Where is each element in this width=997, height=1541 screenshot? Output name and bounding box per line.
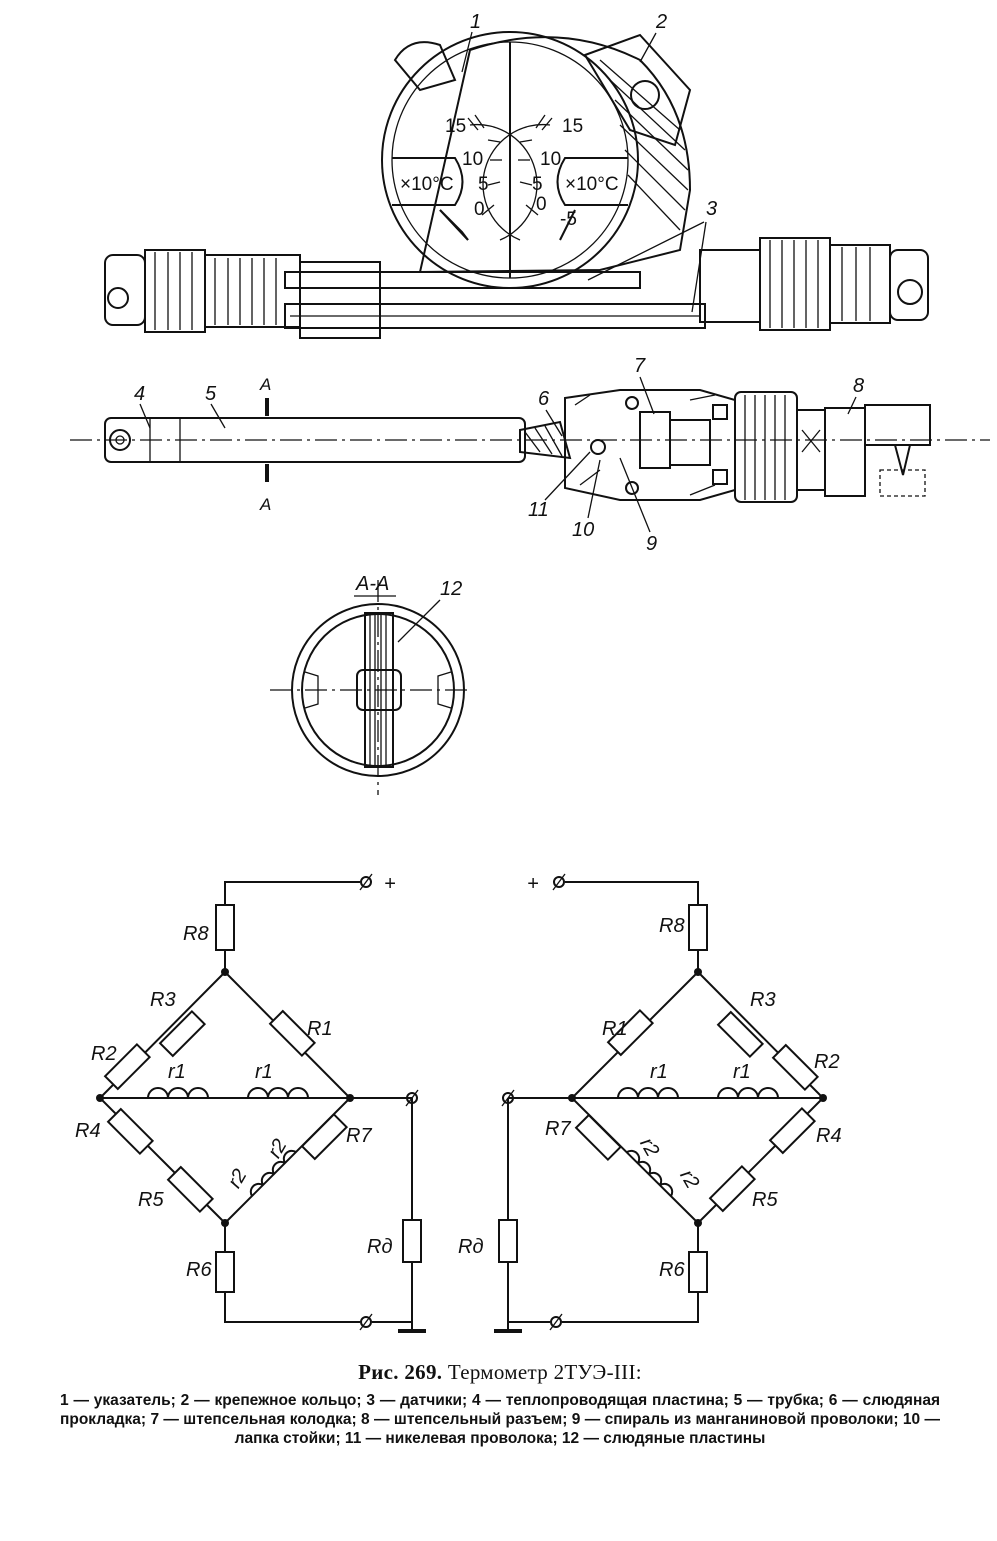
callout-3: 3 [706, 198, 717, 220]
label-R3-right: R3 [750, 989, 776, 1011]
label-r1b-left: r1 [255, 1061, 273, 1083]
label-R1-left: R1 [307, 1018, 333, 1040]
caption-title-line: Рис. 269. Термометр 2ТУЭ-III: [60, 1360, 940, 1385]
section-mark-top: A [259, 375, 271, 394]
label-R5-right: R5 [752, 1189, 778, 1211]
label-R5-left: R5 [138, 1189, 164, 1211]
label-r1a-right: r1 [650, 1061, 668, 1083]
label-R1-right: R1 [602, 1018, 628, 1040]
label-r2a-left: r2 [264, 1136, 292, 1162]
caption-legend: 1 — указатель; 2 — крепежное кольцо; 3 —… [60, 1392, 940, 1447]
callout-7: 7 [634, 355, 646, 377]
label-R8-left: R8 [183, 923, 209, 945]
left-scale-15: 15 [445, 116, 466, 137]
plus-terminal-right: + [527, 873, 539, 895]
callout-6: 6 [538, 388, 550, 410]
figure-caption: Рис. 269. Термометр 2ТУЭ-III: 1 — указат… [60, 1360, 940, 1448]
label-r2b-right: r2 [675, 1166, 703, 1192]
circuit-left: + R8 R3 R1 R2 r1 r1 R4 R7 r2 r2 R5 R6 Rд [75, 873, 426, 1333]
label-R3-left: R3 [150, 989, 176, 1011]
label-R2-left: R2 [91, 1043, 117, 1065]
label-R8-right: R8 [659, 915, 685, 937]
left-scale-5: 5 [478, 174, 489, 195]
caption-number: Рис. 269. [358, 1360, 443, 1384]
circuit-right: + R8 R3 R1 R2 r1 r1 R4 R7 r2 r2 R5 R6 Rд [458, 873, 842, 1333]
callout-11: 11 [528, 499, 549, 521]
label-R7-right: R7 [545, 1118, 571, 1140]
plus-terminal-left: + [384, 873, 396, 895]
resistor-R8-left [215, 904, 235, 951]
callout-8: 8 [853, 375, 864, 397]
label-R4-right: R4 [816, 1125, 842, 1147]
callout-10: 10 [572, 519, 594, 541]
right-scale-10: 10 [540, 149, 561, 170]
right-scale-minus5: -5 [560, 209, 577, 230]
label-R7-left: R7 [346, 1125, 372, 1147]
label-r1a-left: r1 [168, 1061, 186, 1083]
label-R6-right: R6 [659, 1259, 685, 1281]
section-title: А-А [355, 573, 389, 595]
left-unit-label: ×10°C [400, 174, 454, 195]
right-scale-5: 5 [532, 174, 543, 195]
label-R6-left: R6 [186, 1259, 212, 1281]
label-Rd-right: Rд [458, 1236, 484, 1258]
right-unit-label: ×10°C [565, 174, 619, 195]
left-scale-10: 10 [462, 149, 483, 170]
caption-title: Термометр 2ТУЭ-III: [447, 1360, 642, 1384]
callout-2: 2 [655, 11, 667, 33]
callout-12: 12 [440, 578, 462, 600]
right-scale-15: 15 [562, 116, 583, 137]
callout-1: 1 [470, 11, 481, 33]
section-mark-bottom: A [259, 495, 271, 514]
sensor-section: A A 4 5 6 7 8 11 10 9 [70, 355, 990, 555]
right-scale-0: 0 [536, 194, 547, 215]
callout-4: 4 [134, 383, 145, 405]
label-R2-right: R2 [814, 1051, 840, 1073]
cross-section-aa: А-А 12 [270, 573, 470, 795]
left-scale-0: 0 [474, 199, 485, 220]
label-r1b-right: r1 [733, 1061, 751, 1083]
callout-5: 5 [205, 383, 217, 405]
label-R4-left: R4 [75, 1120, 101, 1142]
gauge-assembly: 15 10 5 0 15 10 5 0 -5 ×10°C ×10°C 1 2 3 [104, 11, 929, 339]
label-Rd-left: Rд [367, 1236, 393, 1258]
callout-9: 9 [646, 533, 657, 555]
label-r2b-left: r2 [224, 1166, 252, 1192]
